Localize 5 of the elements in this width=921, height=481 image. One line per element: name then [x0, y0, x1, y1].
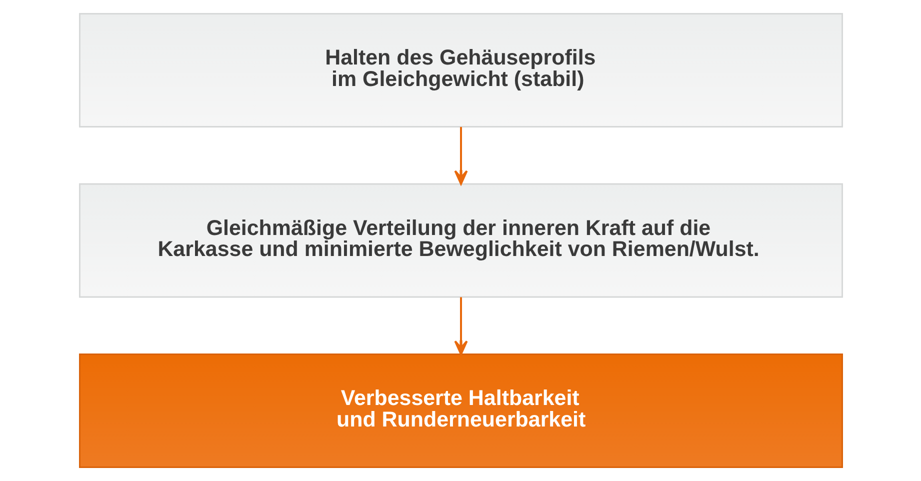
arrow [454, 297, 468, 356]
arrow [454, 126, 468, 185]
node-box: Halten des Gehäuseprofils im Gleichgewicht (stabil) [78, 13, 842, 128]
node-box: Gleichmäßige Verteilung der inneren Kraft auf die Karkasse und minimierte Beweglichkeit von Riemen/Wulst. [78, 183, 842, 298]
node-box: Verbesserte Haltbarkeit und Runderneuerbarkeit [78, 354, 842, 468]
